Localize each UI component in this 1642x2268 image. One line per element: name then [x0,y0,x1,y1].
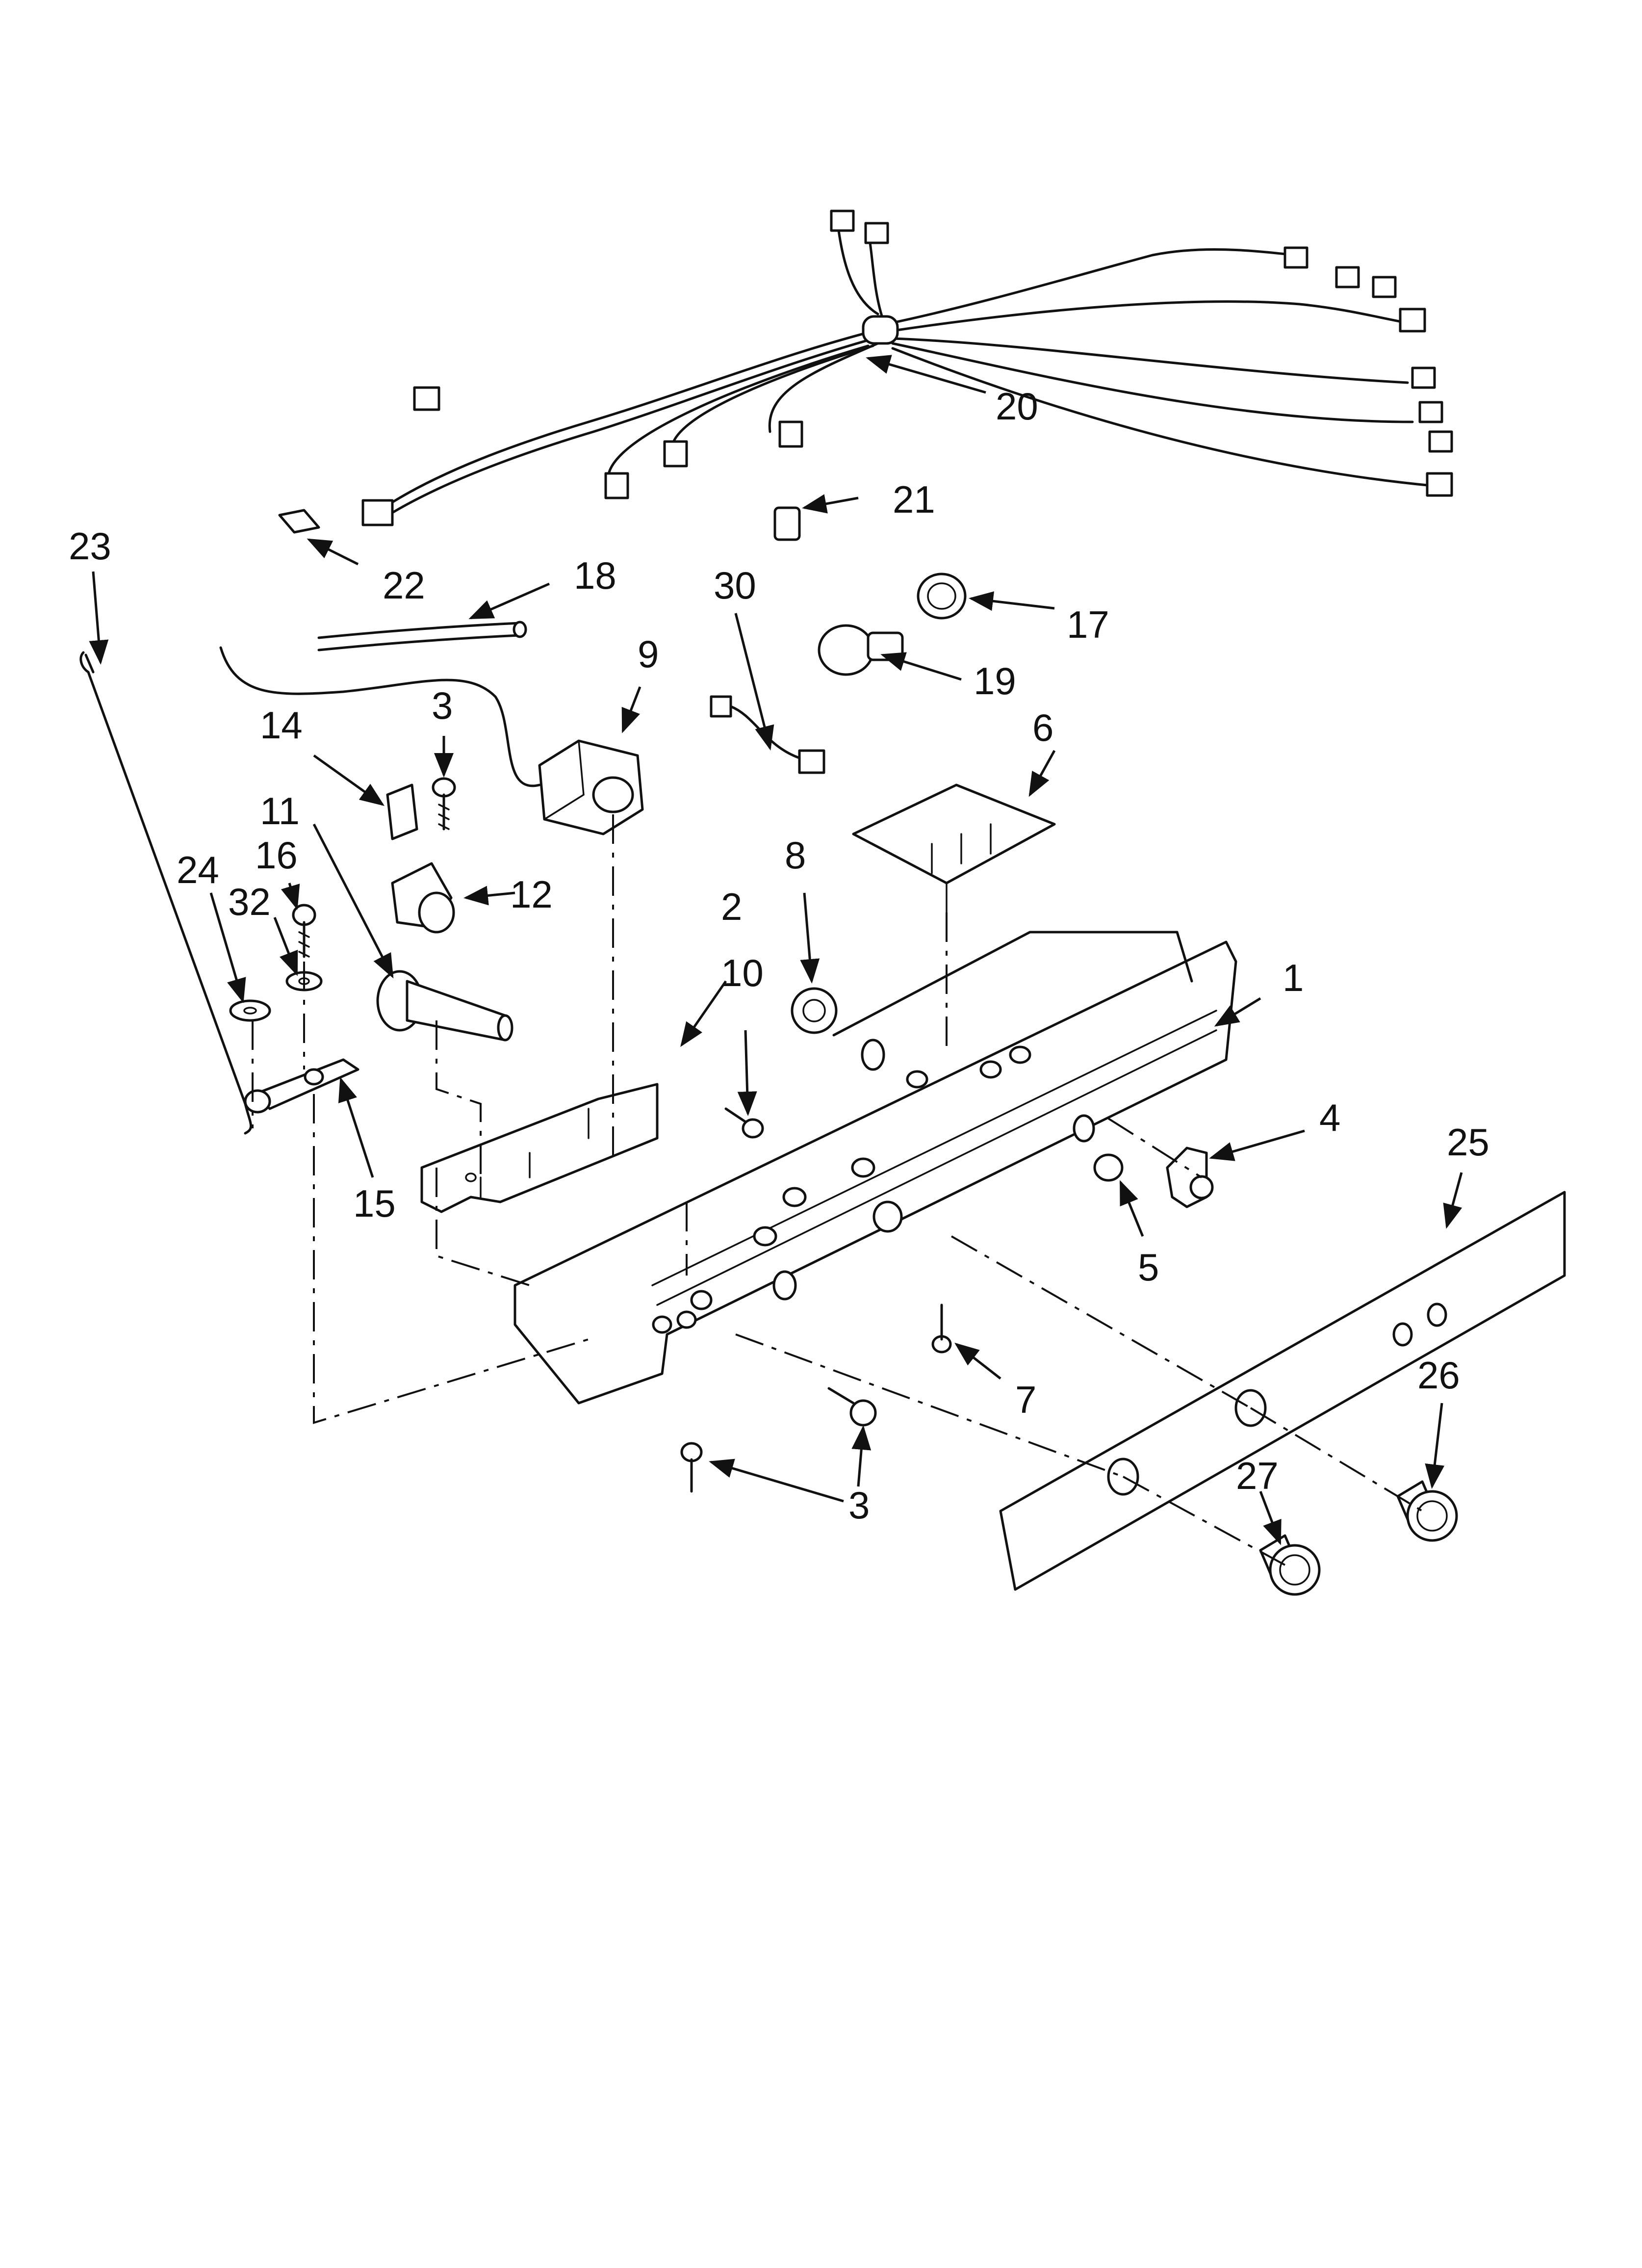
leader-6 [1028,750,1056,797]
leader-14 [313,754,385,806]
leader-27 [1259,1491,1282,1545]
callout-32: 32 [228,880,271,923]
part-23-rod [79,651,253,1135]
part-19-bulb [818,624,904,676]
leader-lines [89,355,1463,1545]
part-25-panel [999,1191,1566,1591]
part-5-button [1093,1153,1124,1182]
sensor-wire [219,646,541,787]
callout-22: 22 [383,564,425,607]
callout-27: 27 [1236,1454,1279,1497]
wiring-harness [361,209,1453,526]
callout-3-top: 3 [432,684,453,727]
callout-26: 26 [1417,1354,1460,1397]
leader-26 [1425,1403,1445,1489]
part-27-knob [1259,1534,1321,1596]
leader-30 [734,613,774,751]
part-24-washer [229,999,271,1022]
leader-21 [802,494,859,514]
leader-17 [969,591,1055,611]
leader-10 [737,1030,757,1116]
leader-12 [463,886,515,906]
leader-25 [1443,1172,1463,1229]
callout-9: 9 [638,632,659,676]
leader-23 [89,571,109,665]
part-14-clip [386,783,418,840]
callouts: 1 2 3 3 4 5 6 7 8 9 10 11 12 14 15 16 17… [69,385,1489,1527]
part-26-knob [1396,1480,1458,1542]
leader-19 [880,652,962,681]
leader-3c [851,1425,872,1487]
leader-7 [954,1342,1001,1380]
part-8-grommet [791,987,838,1034]
leader-24 [209,892,246,1003]
callout-17: 17 [1067,603,1109,646]
callout-12: 12 [510,873,553,916]
part-6-board [852,783,1056,913]
part-1-housing [513,931,1237,1405]
callout-20: 20 [996,385,1038,428]
callout-4: 4 [1319,1096,1340,1139]
leader-1 [1214,997,1261,1027]
part-3-screw-bottom [680,1387,877,1493]
callout-3-bottom: 3 [848,1484,870,1527]
leader-2 [680,980,727,1047]
callout-8: 8 [785,834,806,877]
part-30-wire [710,695,825,774]
leader-22 [307,538,359,566]
assembly-lines [252,814,1423,1566]
part-18-tube [317,621,527,652]
callout-2: 2 [721,885,742,928]
callout-6: 6 [1032,706,1053,749]
part-3-screw-top [432,777,456,831]
callout-10: 10 [721,951,764,994]
callout-21: 21 [893,478,935,521]
leader-11 [312,823,394,979]
callout-25: 25 [1447,1121,1489,1164]
callout-7: 7 [1015,1378,1036,1421]
part-16-screw [292,904,316,958]
callout-16: 16 [255,834,298,877]
leader-4 [1209,1129,1305,1161]
callout-1: 1 [1283,956,1304,999]
leader-8 [800,892,820,984]
part-21-connector [773,506,801,541]
callout-23: 23 [69,524,111,568]
callout-15: 15 [353,1182,396,1225]
part-15-lever [244,1058,359,1114]
leader-18 [468,582,550,620]
callout-24: 24 [177,848,219,891]
callout-18: 18 [574,554,616,597]
part-12-bracket [391,862,455,934]
callout-30: 30 [714,564,756,607]
part-9-control [538,739,644,835]
leader-20 [866,355,986,394]
part-7-screw [931,1303,952,1354]
part-17-socket [917,573,967,620]
callout-11: 11 [260,789,300,833]
leader-3b [709,1459,844,1503]
callout-19: 19 [974,659,1016,703]
part-4-switch [1166,1147,1214,1208]
leader-32 [273,917,298,976]
part-10-screw [724,1107,764,1139]
part-2-bracket [420,1083,659,1213]
callout-5: 5 [1138,1246,1159,1289]
part-11-shaft [376,970,513,1042]
leader-15 [338,1077,374,1178]
leader-9 [621,686,641,733]
callout-14: 14 [260,704,303,747]
leader-16 [281,883,300,910]
leader-5 [1119,1180,1144,1237]
part-22-clip [278,509,320,534]
